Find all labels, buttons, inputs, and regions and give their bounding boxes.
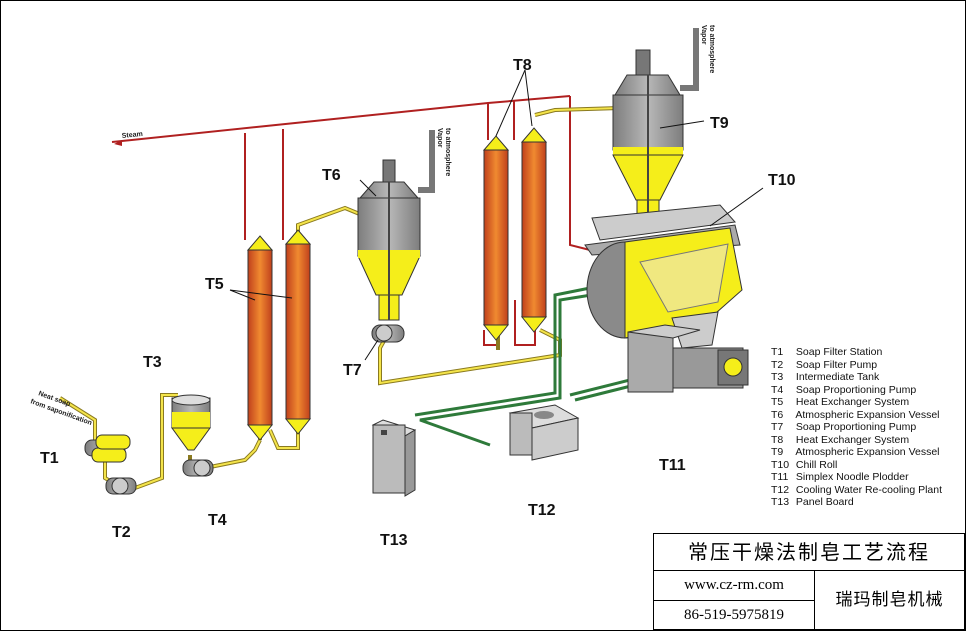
- soap-proportioning-pump-t4: [182, 459, 214, 477]
- vapor-t9-annotation-line2: to atmosphere: [708, 25, 715, 73]
- label-t10: T10: [768, 172, 796, 189]
- phone-number: 86-519-5975819: [654, 601, 815, 630]
- legend-item: T5 Heat Exchanger System: [771, 396, 910, 408]
- panel-board: [371, 419, 417, 497]
- label-t3: T3: [143, 354, 162, 371]
- steam-lines: [111, 95, 591, 346]
- soap-filter-station: [84, 434, 131, 463]
- legend-item: T1 Soap Filter Station: [771, 346, 883, 358]
- legend-item: T3 Intermediate Tank: [771, 371, 880, 383]
- label-t6: T6: [322, 167, 341, 184]
- label-t12: T12: [528, 502, 556, 519]
- label-t5: T5: [205, 276, 224, 293]
- company-name: 瑞玛制皂机械: [835, 590, 944, 610]
- expansion-vessel-t9: [612, 28, 699, 219]
- legend-item: T13 Panel Board: [771, 496, 854, 508]
- label-t2: T2: [112, 524, 131, 541]
- vapor-t6-annotation-line1: Vapor: [436, 128, 443, 148]
- heat-exchanger-t8-a: [482, 135, 510, 341]
- legend-item: T4 Soap Proportioning Pump: [771, 383, 917, 396]
- vapor-t9-annotation-line1: Vapor: [700, 25, 707, 45]
- steam-arrow: [114, 140, 122, 146]
- heat-exchanger-t8-b: [520, 127, 548, 333]
- title-box: 常压干燥法制皂工艺流程 www.cz-rm.com 86-519-5975819…: [653, 533, 965, 630]
- leader-lines: [229, 69, 764, 361]
- label-t13: T13: [380, 532, 408, 549]
- noodle-plodder: [627, 311, 749, 393]
- soap-filter-pump: [105, 477, 137, 495]
- soap-proportioning-pump-t7: [371, 324, 405, 343]
- website-link[interactable]: www.cz-rm.com: [654, 571, 815, 601]
- legend-item: T2 Soap Filter Pump: [771, 358, 878, 371]
- steam-annotation: Steam: [121, 131, 143, 140]
- chill-roll: [584, 204, 743, 339]
- cooling-water-plant: [508, 404, 580, 461]
- legend: T1 Soap Filter Station T2 Soap Filter Pu…: [771, 346, 966, 509]
- label-t11: T11: [659, 457, 686, 474]
- legend-item: T10 Chill Roll: [771, 458, 838, 471]
- expansion-vessel-t6: [357, 130, 435, 321]
- legend-item: T6 Atmospheric Expansion Vessel: [771, 408, 940, 421]
- legend-item: T9 Atmospheric Expansion Vessel: [771, 446, 940, 458]
- intermediate-tank: [171, 394, 211, 451]
- heat-exchanger-t5-b: [284, 229, 312, 435]
- label-t9: T9: [710, 115, 729, 132]
- label-t1: T1: [40, 450, 59, 467]
- label-t4: T4: [208, 512, 227, 529]
- legend-item: T12 Cooling Water Re-cooling Plant: [771, 483, 943, 496]
- soap-lines-inner: [59, 107, 621, 489]
- legend-item: T7 Soap Proportioning Pump: [771, 421, 917, 433]
- label-t7: T7: [343, 362, 362, 379]
- process-title: 常压干燥法制皂工艺流程: [654, 534, 964, 571]
- legend-item: T11 Simplex Noodle Plodder: [771, 471, 909, 483]
- label-t8: T8: [513, 57, 532, 74]
- heat-exchanger-t5-a: [246, 235, 274, 441]
- vapor-t6-annotation-line2: to atmosphere: [444, 128, 451, 176]
- legend-item: T8 Heat Exchanger System: [771, 433, 910, 446]
